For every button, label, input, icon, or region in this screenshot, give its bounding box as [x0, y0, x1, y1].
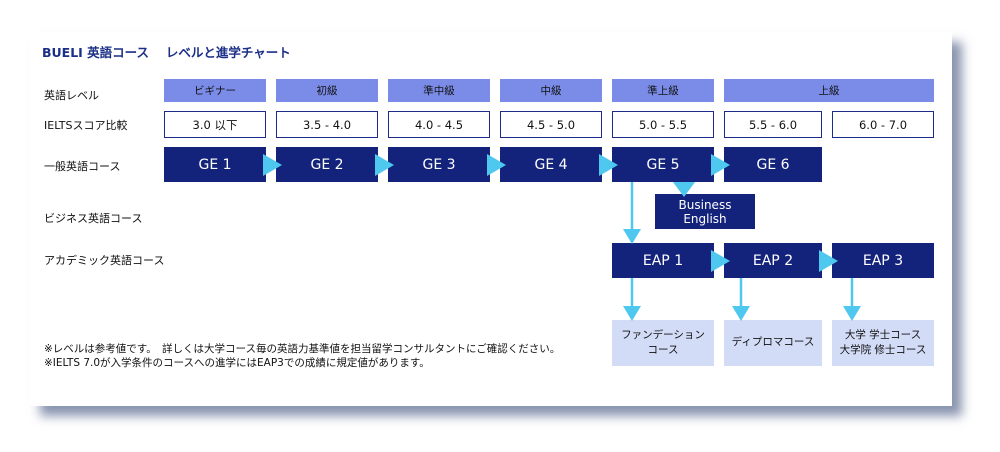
- ielts-score-cell: 5.5 - 6.0: [724, 111, 822, 138]
- course-ge2: GE 2: [276, 147, 378, 182]
- arrow-right-icon: [711, 250, 730, 272]
- arrow-down-icon: [673, 182, 695, 197]
- arrow-down-icon: [843, 306, 861, 321]
- arrow-right-icon: [599, 154, 618, 176]
- level-intermediate: 中級: [500, 79, 602, 102]
- destination-degree: 大学 学士コース 大学院 修士コース: [832, 320, 934, 366]
- ielts-score-cell: 5.0 - 5.5: [612, 111, 714, 138]
- row-label-ielts: IELTSスコア比較: [44, 119, 128, 132]
- course-ge5: GE 5: [612, 147, 714, 182]
- arrow-right-icon: [263, 154, 282, 176]
- destination-diploma: ディプロマコース: [724, 320, 822, 366]
- ielts-score-cell: 4.0 - 4.5: [388, 111, 490, 138]
- destination-line: 大学院 修士コース: [839, 344, 927, 356]
- level-advanced: 上級: [724, 79, 934, 102]
- footnote-line: ※レベルは参考値です。 詳しくは大学コース毎の英語力基準値を担当留学コンサルタン…: [44, 343, 561, 355]
- row-label-general: 一般英語コース: [44, 160, 121, 173]
- course-ge6: GE 6: [724, 147, 822, 182]
- ielts-score-cell: 4.5 - 5.0: [500, 111, 602, 138]
- destination-line: コース: [647, 344, 679, 356]
- level-upper-intermediate: 準上級: [612, 79, 714, 102]
- arrow-down-icon: [732, 306, 750, 321]
- course-eap1: EAP 1: [612, 243, 714, 278]
- arrow-right-icon: [711, 154, 730, 176]
- destination-line: ディプロマコース: [731, 336, 815, 349]
- course-ge3: GE 3: [388, 147, 490, 182]
- ielts-score-cell: 3.5 - 4.0: [276, 111, 378, 138]
- arrow-down-icon: [623, 306, 641, 321]
- destination-line: ファンデーション: [621, 328, 705, 341]
- level-elementary: 初級: [276, 79, 378, 102]
- row-label-business: ビジネス英語コース: [44, 212, 143, 225]
- row-label-level: 英語レベル: [44, 89, 99, 102]
- destination-foundation: ファンデーション コース: [612, 320, 714, 366]
- arrow-right-icon: [819, 250, 838, 272]
- chart-title: BUELI 英語コース レベルと進学チャート: [42, 45, 291, 60]
- course-eap2: EAP 2: [724, 243, 822, 278]
- arrow-down-icon: [623, 229, 641, 244]
- destination-line: 大学 学士コース: [844, 328, 922, 341]
- ielts-score-cell: 6.0 - 7.0: [832, 111, 934, 138]
- level-beginner: ビギナー: [164, 79, 266, 102]
- course-business-english: Business English: [655, 194, 755, 229]
- course-ge4: GE 4: [500, 147, 602, 182]
- course-eap3: EAP 3: [832, 243, 934, 278]
- footnote-line: ※IELTS 7.0が入学条件のコースへの進学にはEAP3での成績に規定値があり…: [44, 357, 430, 369]
- arrow-right-icon: [375, 154, 394, 176]
- row-label-academic: アカデミック英語コース: [44, 254, 165, 267]
- course-ge1: GE 1: [164, 147, 266, 182]
- arrow-right-icon: [487, 154, 506, 176]
- footnotes: ※レベルは参考値です。 詳しくは大学コース毎の英語力基準値を担当留学コンサルタン…: [44, 342, 560, 370]
- level-pre-intermediate: 準中級: [388, 79, 490, 102]
- ielts-score-cell: 3.0 以下: [164, 111, 266, 138]
